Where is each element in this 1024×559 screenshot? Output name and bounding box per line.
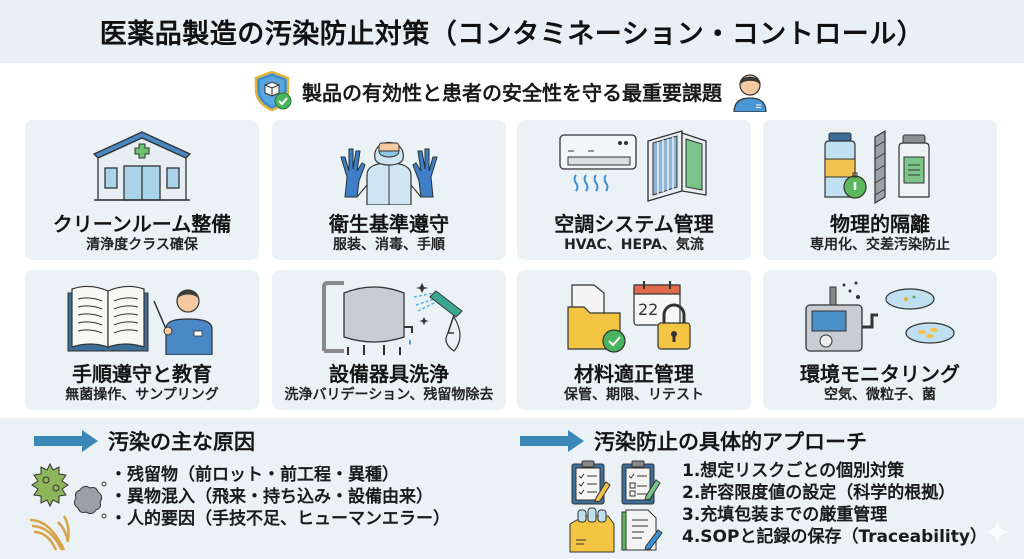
card-title: 物理的隔離 [830, 212, 930, 236]
approach-item: 1.想定リスクごとの個別対策 [682, 461, 905, 481]
card-subtitle: HVAC、HEPA、気流 [564, 237, 704, 253]
card-subtitle: 無菌操作、サンプリング [65, 387, 219, 403]
air-conditioner-filter-icon [517, 126, 751, 206]
card-title: クリーンルーム整備 [52, 212, 232, 236]
bottles-wall-icon [763, 126, 997, 206]
air-sampler-petri-icon [763, 276, 997, 356]
approach-item: 4.SOPと記録の保存（Traceability） [682, 527, 987, 547]
page-title: 医薬品製造の汚染防止対策（コンタミネーション・コントロール） [99, 19, 925, 50]
checklists-box-document-icon [569, 460, 663, 553]
card-subtitle: 専用化、交差汚染防止 [810, 237, 950, 253]
card-subtitle: 清浄度クラス確保 [86, 237, 198, 253]
approaches-header: 汚染防止の具体的アプローチ [520, 426, 867, 456]
card-subtitle: 服装、消毒、手順 [333, 237, 445, 253]
book-teacher-icon [25, 276, 259, 356]
card-title: 設備器具洗浄 [329, 362, 449, 386]
bottom-band: 汚染の主な原因 ・残留物（前ロット・前工程・異種） ・異物混入（飛来・持ち込み・… [0, 418, 1024, 559]
card-subtitle: 洗浄バリデーション、残留物除去 [284, 387, 494, 403]
approaches-list: 1.想定リスクごとの個別対策 2.許容限度値の設定（科学的根拠） 3.充填包装ま… [682, 460, 987, 548]
card-title: 衛生基準遵守 [329, 212, 449, 236]
arrow-right-icon [520, 430, 584, 452]
sparkle-icon [984, 519, 1010, 545]
causes-title: 汚染の主な原因 [108, 430, 255, 454]
calendar-day: 22 [638, 300, 658, 319]
card-title: 材料適正管理 [574, 362, 694, 386]
shield-check-icon [254, 70, 294, 112]
card-title: 環境モニタリング [800, 362, 960, 386]
card-isolation: 物理的隔離 専用化、交差汚染防止 [763, 120, 997, 260]
card-cleanroom: クリーンルーム整備 清浄度クラス確保 [25, 120, 259, 260]
card-hygiene: 衛生基準遵守 服装、消毒、手順 [272, 120, 506, 260]
approach-item: 3.充填包装までの厳重管理 [682, 505, 888, 525]
person-icon [730, 70, 770, 113]
cleanroom-building-icon [25, 126, 259, 206]
folder-calendar-lock-icon: 22 [517, 276, 751, 356]
card-training: 手順遵守と教育 無菌操作、サンプリング [25, 270, 259, 410]
card-subtitle: 保管、期限、リテスト [564, 387, 704, 403]
cause-item: ・人的要因（手技不足、ヒューマンエラー） [110, 509, 450, 529]
subtitle-row: 製品の有効性と患者の安全性を守る最重要課題 [0, 68, 1024, 114]
title-band: 医薬品製造の汚染防止対策（コンタミネーション・コントロール） [0, 0, 1024, 63]
protective-suit-icon [272, 126, 506, 206]
causes-header: 汚染の主な原因 [34, 426, 255, 456]
arrow-right-icon [34, 430, 98, 452]
card-materials: 22 材料適正管理 保管、期限、リテスト [517, 270, 751, 410]
card-title: 空調システム管理 [554, 212, 714, 236]
approach-item: 2.許容限度値の設定（科学的根拠） [682, 483, 956, 503]
germs-dust-hair-icon [29, 462, 107, 551]
subtitle: 製品の有効性と患者の安全性を守る最重要課題 [302, 80, 722, 105]
cause-item: ・異物混入（飛来・持ち込み・設備由来） [110, 487, 433, 507]
card-subtitle: 空気、微粒子、菌 [824, 387, 936, 403]
card-hvac: 空調システム管理 HVAC、HEPA、気流 [517, 120, 751, 260]
approaches-section: 汚染防止の具体的アプローチ 1.想定リスクごとの個別対策 2.許容限度 [512, 418, 1024, 559]
cause-item: ・残留物（前ロット・前工程・異種） [110, 465, 399, 485]
card-title: 手順遵守と教育 [72, 362, 212, 386]
card-monitoring: 環境モニタリング 空気、微粒子、菌 [763, 270, 997, 410]
card-cleaning: 設備器具洗浄 洗浄バリデーション、残留物除去 [272, 270, 506, 410]
tank-washer-icon [272, 276, 506, 356]
approaches-title: 汚染防止の具体的アプローチ [594, 430, 867, 454]
causes-section: 汚染の主な原因 ・残留物（前ロット・前工程・異種） ・異物混入（飛来・持ち込み・… [0, 418, 512, 559]
causes-list: ・残留物（前ロット・前工程・異種） ・異物混入（飛来・持ち込み・設備由来） ・人… [110, 464, 450, 530]
